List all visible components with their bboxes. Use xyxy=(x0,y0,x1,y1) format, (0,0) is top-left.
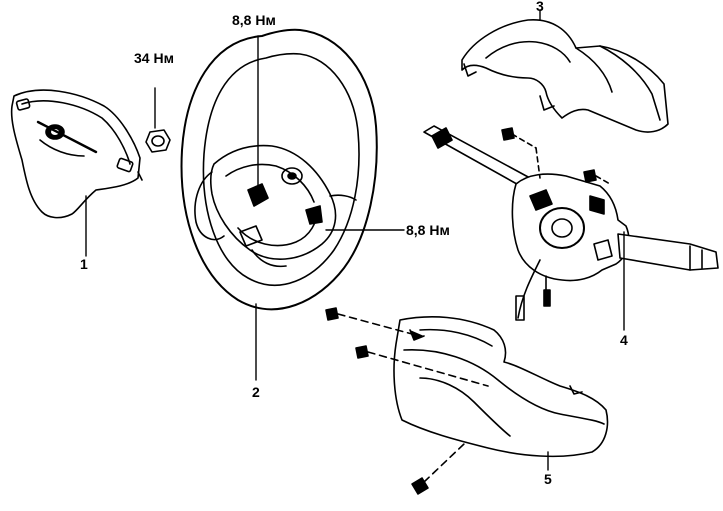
torque-label-nut: 34 Нм xyxy=(134,50,174,66)
torque-label-top: 8,8 Нм xyxy=(232,12,276,28)
combination-switch xyxy=(423,125,719,331)
part-number-4: 4 xyxy=(620,332,628,348)
part-number-3: 3 xyxy=(536,0,544,14)
part-number-1: 1 xyxy=(80,256,88,272)
steering-wheel xyxy=(180,28,405,381)
airbag-module xyxy=(10,89,143,257)
lower-column-cover xyxy=(325,307,609,495)
upper-column-cover xyxy=(461,9,669,133)
steering-nut xyxy=(145,87,171,153)
part-number-5: 5 xyxy=(544,471,552,487)
part-number-2: 2 xyxy=(252,384,260,400)
torque-label-right: 8,8 Нм xyxy=(406,222,450,238)
